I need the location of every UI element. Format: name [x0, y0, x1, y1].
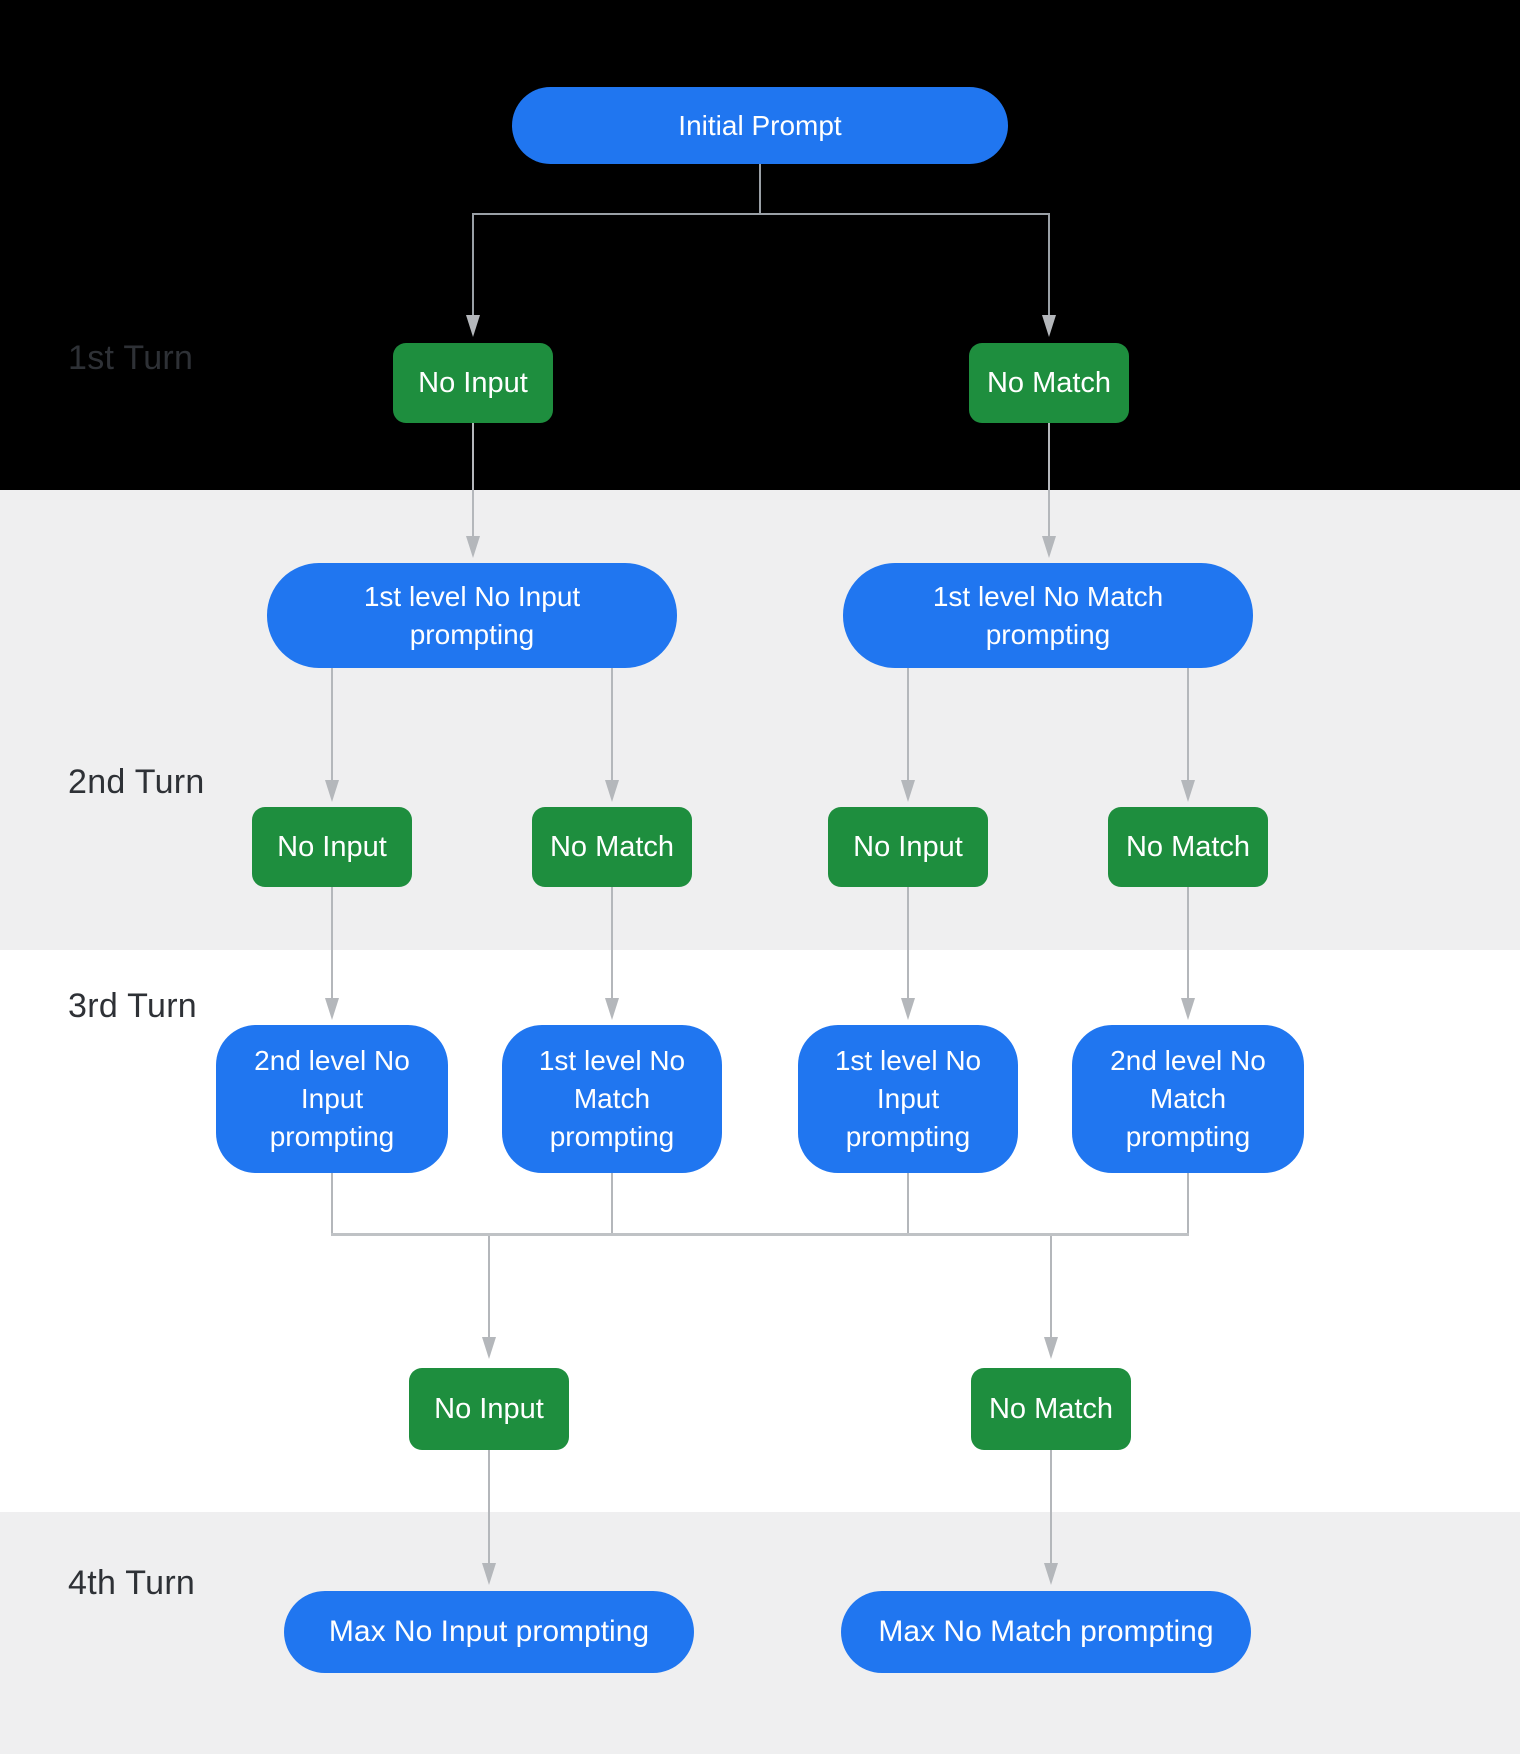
prompt-label-line: prompting: [549, 1121, 675, 1152]
connector-line: [1050, 1450, 1052, 1563]
band-turn-4: [0, 1512, 1520, 1754]
event-label: No Input: [434, 1392, 544, 1425]
arrowhead-down-icon: [466, 536, 480, 558]
connector-line: [907, 887, 909, 998]
prompt-label: 2nd level No Input prompting: [254, 1042, 410, 1156]
level1-no-input-prompt-node: 1st level No Input prompting: [267, 563, 677, 668]
level2-no-match-prompt-node: 2nd level No Match prompting: [1072, 1025, 1304, 1173]
prompt-label: Max No Match prompting: [878, 1615, 1214, 1648]
prompt-label-line: 1st level No: [834, 1045, 982, 1076]
connector-line: [907, 1173, 909, 1234]
connector-line: [331, 1233, 1189, 1236]
level1-no-input-prompt-node-mid: 1st level No Input prompting: [798, 1025, 1018, 1173]
turn1-no-input-event: No Input: [393, 343, 553, 423]
prompt-label-line: 1st level No: [538, 1045, 686, 1076]
level1-no-match-prompt-node: 1st level No Match prompting: [843, 563, 1253, 668]
prompt-label-line: Input: [876, 1083, 940, 1114]
event-label: No Match: [1125, 830, 1251, 863]
prompt-label-line: prompting: [409, 618, 535, 650]
prompt-label: 2nd level No Match prompting: [1110, 1042, 1266, 1156]
prompt-label-line: 2nd level No: [1110, 1045, 1266, 1076]
arrowhead-down-icon: [325, 780, 339, 802]
turn2-no-input-event-right: No Input: [828, 807, 988, 887]
prompt-label-line: prompting: [845, 1121, 971, 1152]
connector-line: [331, 887, 333, 998]
prompt-label: 1st level No Match prompting: [539, 1042, 685, 1156]
arrowhead-down-icon: [605, 998, 619, 1020]
arrowhead-down-icon: [1044, 1337, 1058, 1359]
connector-line: [611, 887, 613, 998]
arrowhead-down-icon: [1042, 315, 1056, 337]
arrowhead-down-icon: [1181, 780, 1195, 802]
connector-line: [611, 1173, 613, 1234]
arrowhead-down-icon: [605, 780, 619, 802]
event-label: No Input: [418, 366, 528, 399]
turn-label-3rd: 3rd Turn: [68, 987, 198, 1025]
arrowhead-down-icon: [482, 1337, 496, 1359]
event-label: No Input: [853, 830, 963, 863]
connector-line: [488, 1236, 490, 1337]
event-label: No Input: [277, 830, 387, 863]
event-label: No Match: [988, 1392, 1114, 1425]
max-no-input-prompt-node: Max No Input prompting: [284, 1591, 694, 1673]
connector-line: [1048, 423, 1050, 536]
arrowhead-down-icon: [1181, 998, 1195, 1020]
arrowhead-down-icon: [325, 998, 339, 1020]
prompt-label-line: Match: [1149, 1083, 1227, 1114]
connector-line: [472, 213, 474, 315]
prompt-label-line: 1st level No Input: [363, 580, 581, 612]
level1-no-match-prompt-node-mid: 1st level No Match prompting: [502, 1025, 722, 1173]
arrowhead-down-icon: [901, 780, 915, 802]
prompt-label-line: Match: [573, 1083, 651, 1114]
max-no-match-prompt-node: Max No Match prompting: [841, 1591, 1251, 1673]
turn-label-4th: 4th Turn: [68, 1564, 196, 1602]
prompt-label-line: prompting: [269, 1121, 395, 1152]
level2-no-input-prompt-node: 2nd level No Input prompting: [216, 1025, 448, 1173]
turn1-no-match-event: No Match: [969, 343, 1129, 423]
prompt-label: 1st level No Match prompting: [933, 578, 1163, 654]
arrowhead-down-icon: [1044, 1563, 1058, 1585]
connector-line: [331, 668, 333, 780]
connector-line: [1187, 887, 1189, 998]
turn3-no-match-event: No Match: [971, 1368, 1131, 1450]
arrowhead-down-icon: [901, 998, 915, 1020]
connector-line: [1187, 1173, 1189, 1234]
connector-line: [472, 213, 1050, 215]
connector-line: [1187, 668, 1189, 780]
arrowhead-down-icon: [466, 315, 480, 337]
prompt-label-line: prompting: [985, 618, 1111, 650]
prompt-label-line: 2nd level No: [254, 1045, 410, 1076]
event-label: No Match: [549, 830, 675, 863]
band-turn-1: [0, 0, 1520, 490]
prompt-label-line: Input: [300, 1083, 364, 1114]
band-turn-2: [0, 490, 1520, 950]
connector-line: [488, 1450, 490, 1563]
arrowhead-down-icon: [1042, 536, 1056, 558]
event-label: No Match: [986, 366, 1112, 399]
prompt-label: 1st level No Input prompting: [364, 578, 580, 654]
connector-line: [331, 1173, 333, 1234]
prompt-label-line: prompting: [1125, 1121, 1251, 1152]
band-turn-3: [0, 950, 1520, 1512]
turn-label-2nd: 2nd Turn: [68, 763, 205, 801]
turn2-no-match-event-left: No Match: [532, 807, 692, 887]
connector-line: [1050, 1236, 1052, 1337]
turn-label-1st: 1st Turn: [68, 339, 194, 377]
prompt-label-line: 1st level No Match: [932, 580, 1164, 612]
connector-line: [472, 423, 474, 536]
arrowhead-down-icon: [482, 1563, 496, 1585]
initial-prompt-node: Initial Prompt: [512, 87, 1008, 164]
connector-line: [611, 668, 613, 780]
turn2-no-input-event-left: No Input: [252, 807, 412, 887]
connector-line: [907, 668, 909, 780]
initial-prompt-label: Initial Prompt: [678, 109, 842, 141]
turn2-no-match-event-right: No Match: [1108, 807, 1268, 887]
prompt-label: Max No Input prompting: [328, 1615, 650, 1648]
connector-line: [1048, 213, 1050, 315]
prompt-label: 1st level No Input prompting: [835, 1042, 981, 1156]
turn3-no-input-event: No Input: [409, 1368, 569, 1450]
connector-line: [759, 164, 761, 213]
